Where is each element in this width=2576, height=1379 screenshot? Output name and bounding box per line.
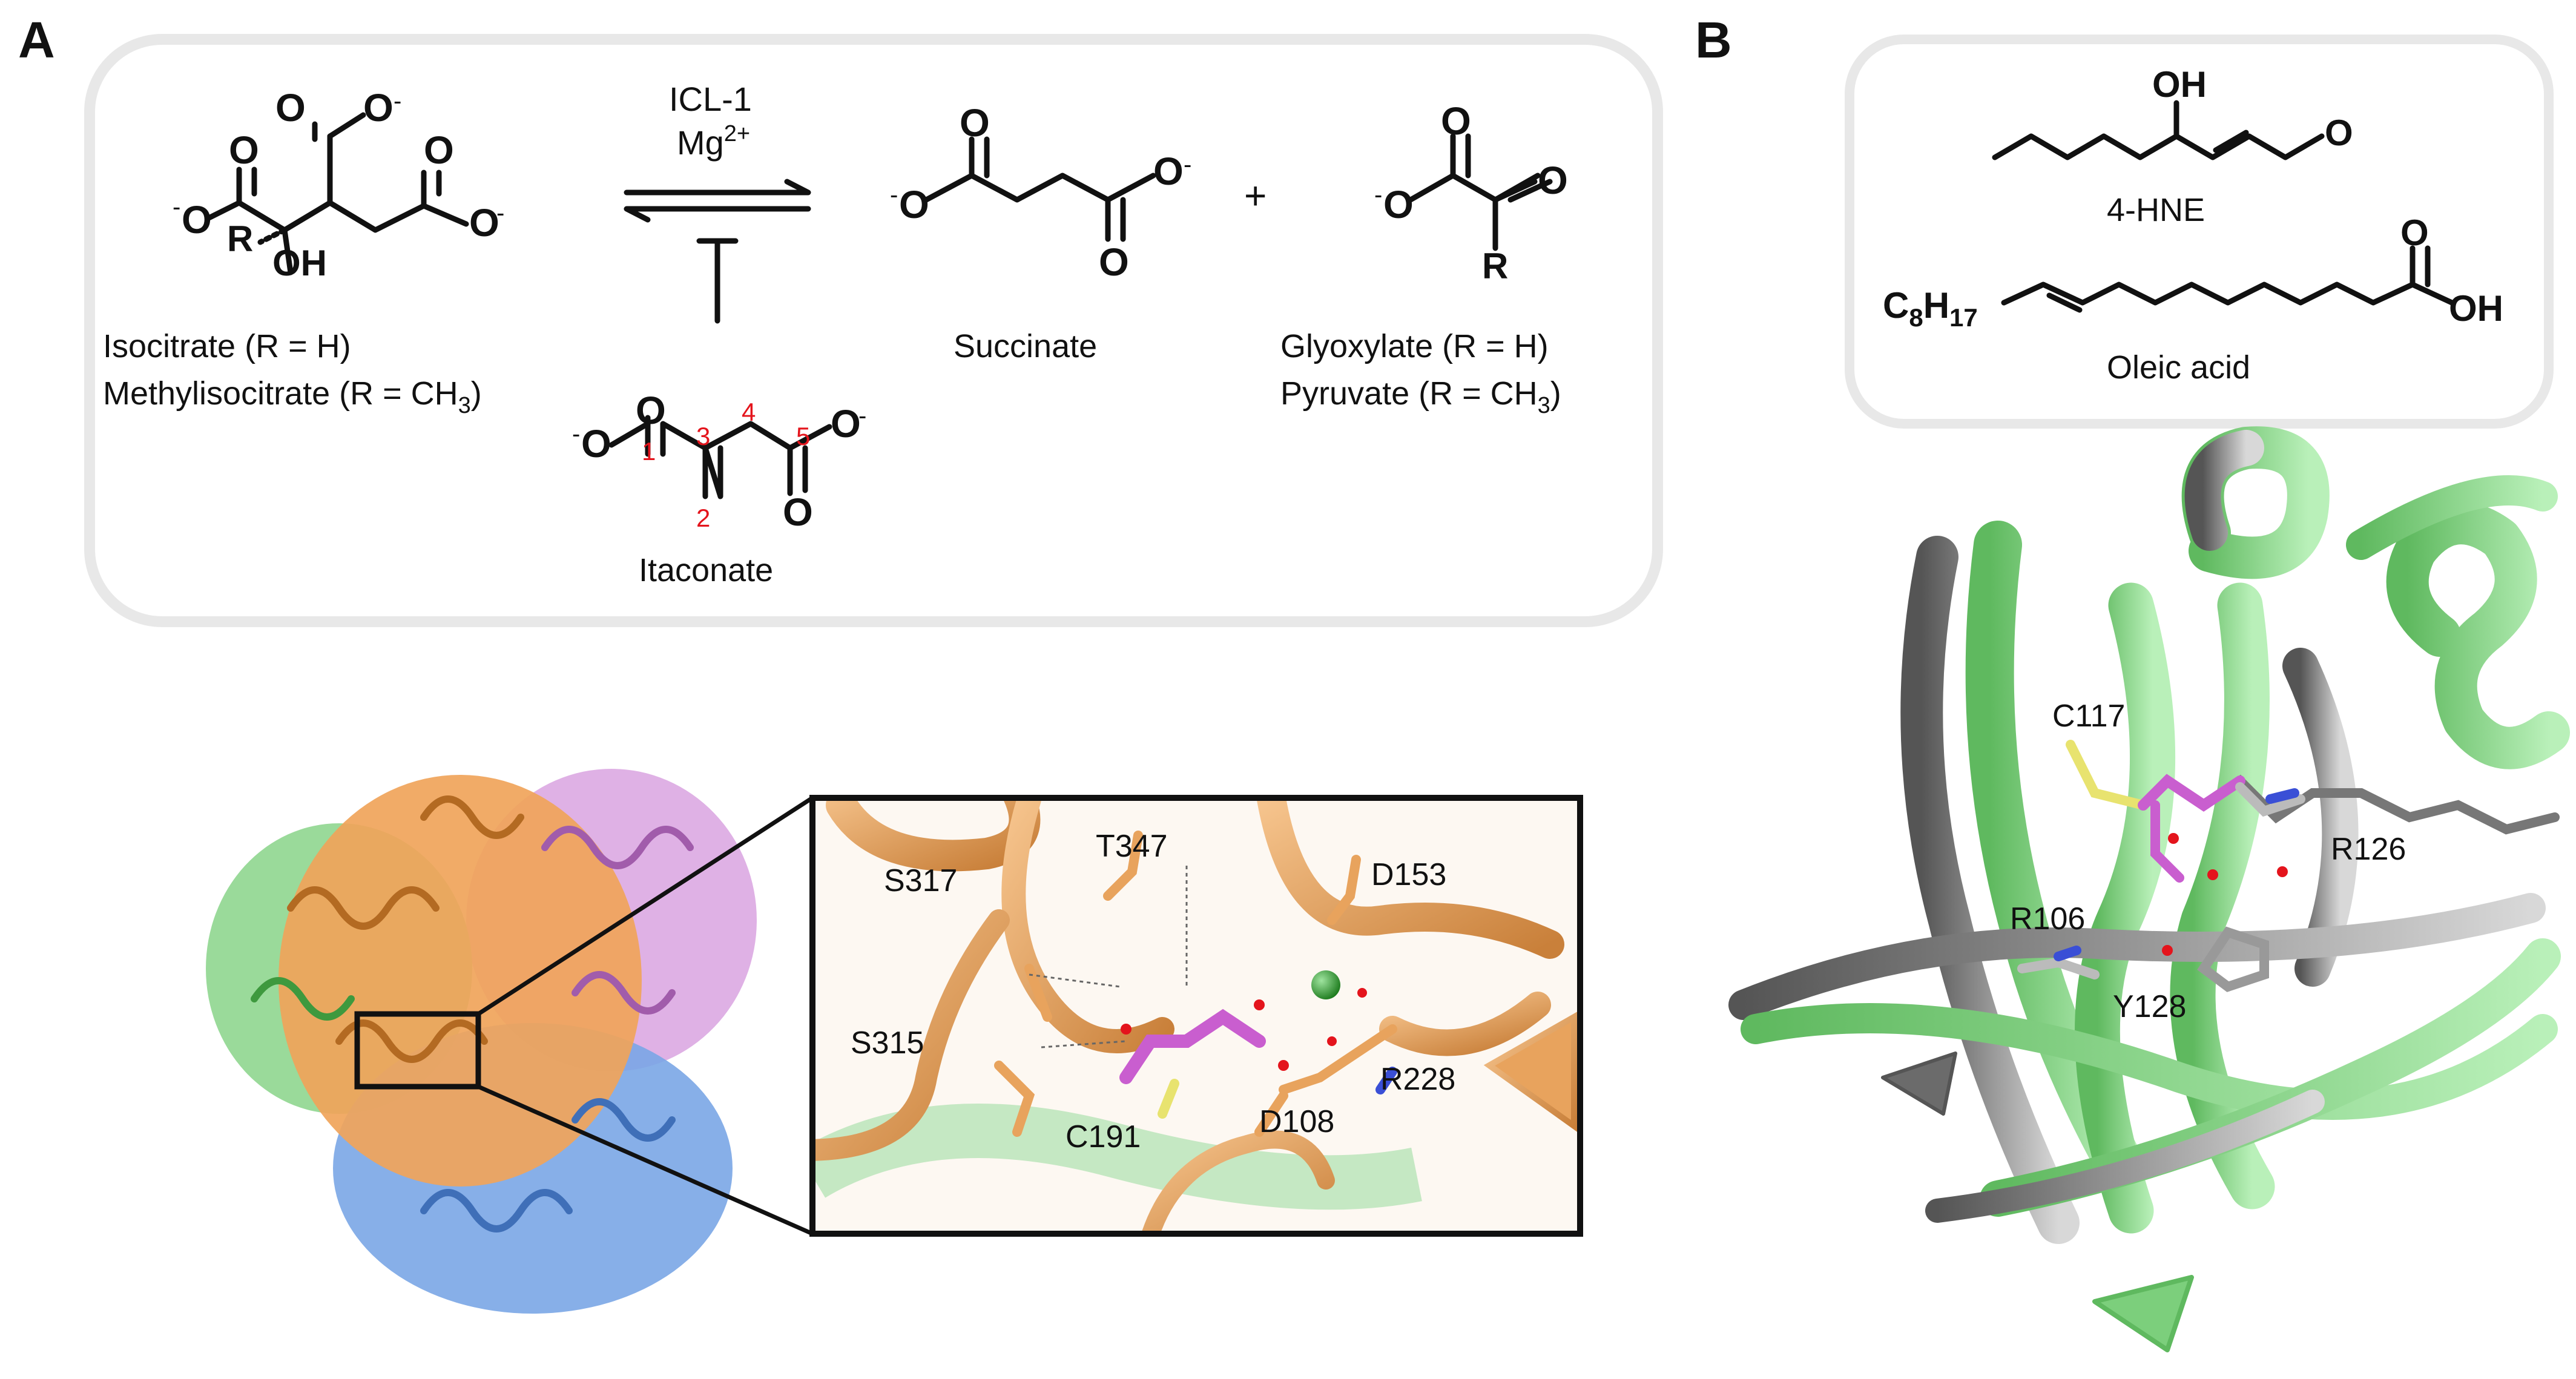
product2-label-2: Pyruvate (R = CH3) (1280, 375, 1561, 418)
reaction-scheme-box (84, 34, 1663, 627)
label-r126: R126 (2331, 832, 2406, 867)
ita-num-1: 1 (642, 437, 656, 466)
ita-charge1: - (572, 421, 580, 447)
suc-o3: O (1099, 240, 1129, 284)
label-d153: D153 (1371, 857, 1446, 892)
iso-o2: O (275, 86, 306, 130)
label-s317: S317 (884, 863, 957, 898)
isocitrate-structure: O O O - O O - O - R OH (173, 86, 504, 283)
oleic-oh: OH (2449, 288, 2503, 329)
icl1-tetramer-ribbon (206, 769, 757, 1314)
label-r106: R106 (2010, 901, 2085, 936)
ita-o2: O (581, 422, 611, 466)
oleic-label: Oleic acid (2107, 349, 2250, 386)
label-r228: R228 (1380, 1062, 1455, 1097)
suc-charge2: - (1184, 151, 1191, 178)
hne-label: 4-HNE (2107, 192, 2205, 228)
suc-o4: O (1153, 150, 1184, 193)
substrate-label-1: Isocitrate (R = H) (103, 328, 351, 364)
ita-num-2: 2 (696, 504, 710, 532)
succinate-structure: O O - O O - (890, 101, 1191, 284)
gly-o2: O (1383, 183, 1414, 226)
enzyme-label: ICL-1 (669, 80, 752, 118)
product1-label: Succinate (954, 328, 1097, 364)
label-d108: D108 (1259, 1104, 1334, 1139)
iso-oh: OH (272, 243, 327, 283)
plus-sign: + (1244, 174, 1267, 217)
suc-o2: O (899, 183, 929, 226)
label-c191: C191 (1066, 1119, 1141, 1154)
ita-num-4: 4 (742, 398, 756, 426)
product2-label-1: Glyoxylate (R = H) (1280, 328, 1549, 364)
zoom-connector-lines (477, 796, 814, 1236)
lipid-structures-box (1845, 35, 2554, 429)
panel-label-a: A (18, 12, 55, 68)
substrate-label-2: Methylisocitrate (R = CH3) (103, 375, 482, 418)
iso-o5: O (469, 201, 499, 245)
label-t347: T347 (1096, 829, 1168, 864)
iso-o1: O (229, 128, 259, 172)
gly-charge: - (1374, 182, 1382, 208)
iso-o3: O (363, 86, 394, 130)
panel-label-b: B (1695, 12, 1732, 68)
iso-o6: O (182, 198, 212, 242)
label-y128: Y128 (2113, 989, 2186, 1024)
hne-o: O (2325, 113, 2353, 153)
iso-o4: O (424, 128, 454, 172)
active-site-closeup (812, 798, 1580, 1234)
gly-o3: O (1538, 159, 1568, 202)
iso-charge2: - (496, 200, 504, 226)
suc-charge1: - (890, 182, 898, 208)
ita-num-5: 5 (796, 422, 810, 450)
itaconate-structure: O O - O O - 1 2 3 4 5 (572, 389, 866, 534)
cofactor-label: Mg2+ (677, 121, 750, 162)
glyoxylate-structure: O O - O R (1374, 99, 1568, 286)
hne-structure: OH O (1992, 64, 2353, 160)
oleic-acid-structure: C8H17 O OH (1883, 212, 2503, 332)
label-c117: C117 (2052, 699, 2125, 734)
fabp-ribbon-overlay (1728, 426, 2570, 1352)
gly-o1: O (1441, 99, 1471, 143)
ita-num-3: 3 (696, 422, 710, 450)
ita-charge2: - (858, 403, 866, 429)
suc-o1: O (960, 101, 990, 145)
inhibition-bar (696, 238, 739, 324)
magnesium-ion-sphere (1311, 970, 1340, 999)
b-ligands (2017, 740, 2560, 992)
iso-charge1: - (394, 88, 401, 114)
inhibitor-label: Itaconate (639, 552, 773, 588)
hne-oh: OH (2152, 64, 2207, 105)
iso-charge3: - (173, 194, 180, 220)
oleic-o: O (2400, 212, 2429, 253)
equilibrium-arrows (624, 179, 811, 223)
ita-o1: O (636, 389, 666, 432)
oleic-formula: C8H17 (1883, 285, 1978, 332)
iso-r-group: R (227, 219, 253, 259)
ita-o3: O (783, 490, 813, 534)
closeup-frame (809, 795, 1583, 1237)
ita-o4: O (831, 402, 861, 446)
gly-r-group: R (1482, 246, 1508, 286)
zoom-box (354, 1011, 481, 1090)
label-s315: S315 (851, 1025, 924, 1061)
